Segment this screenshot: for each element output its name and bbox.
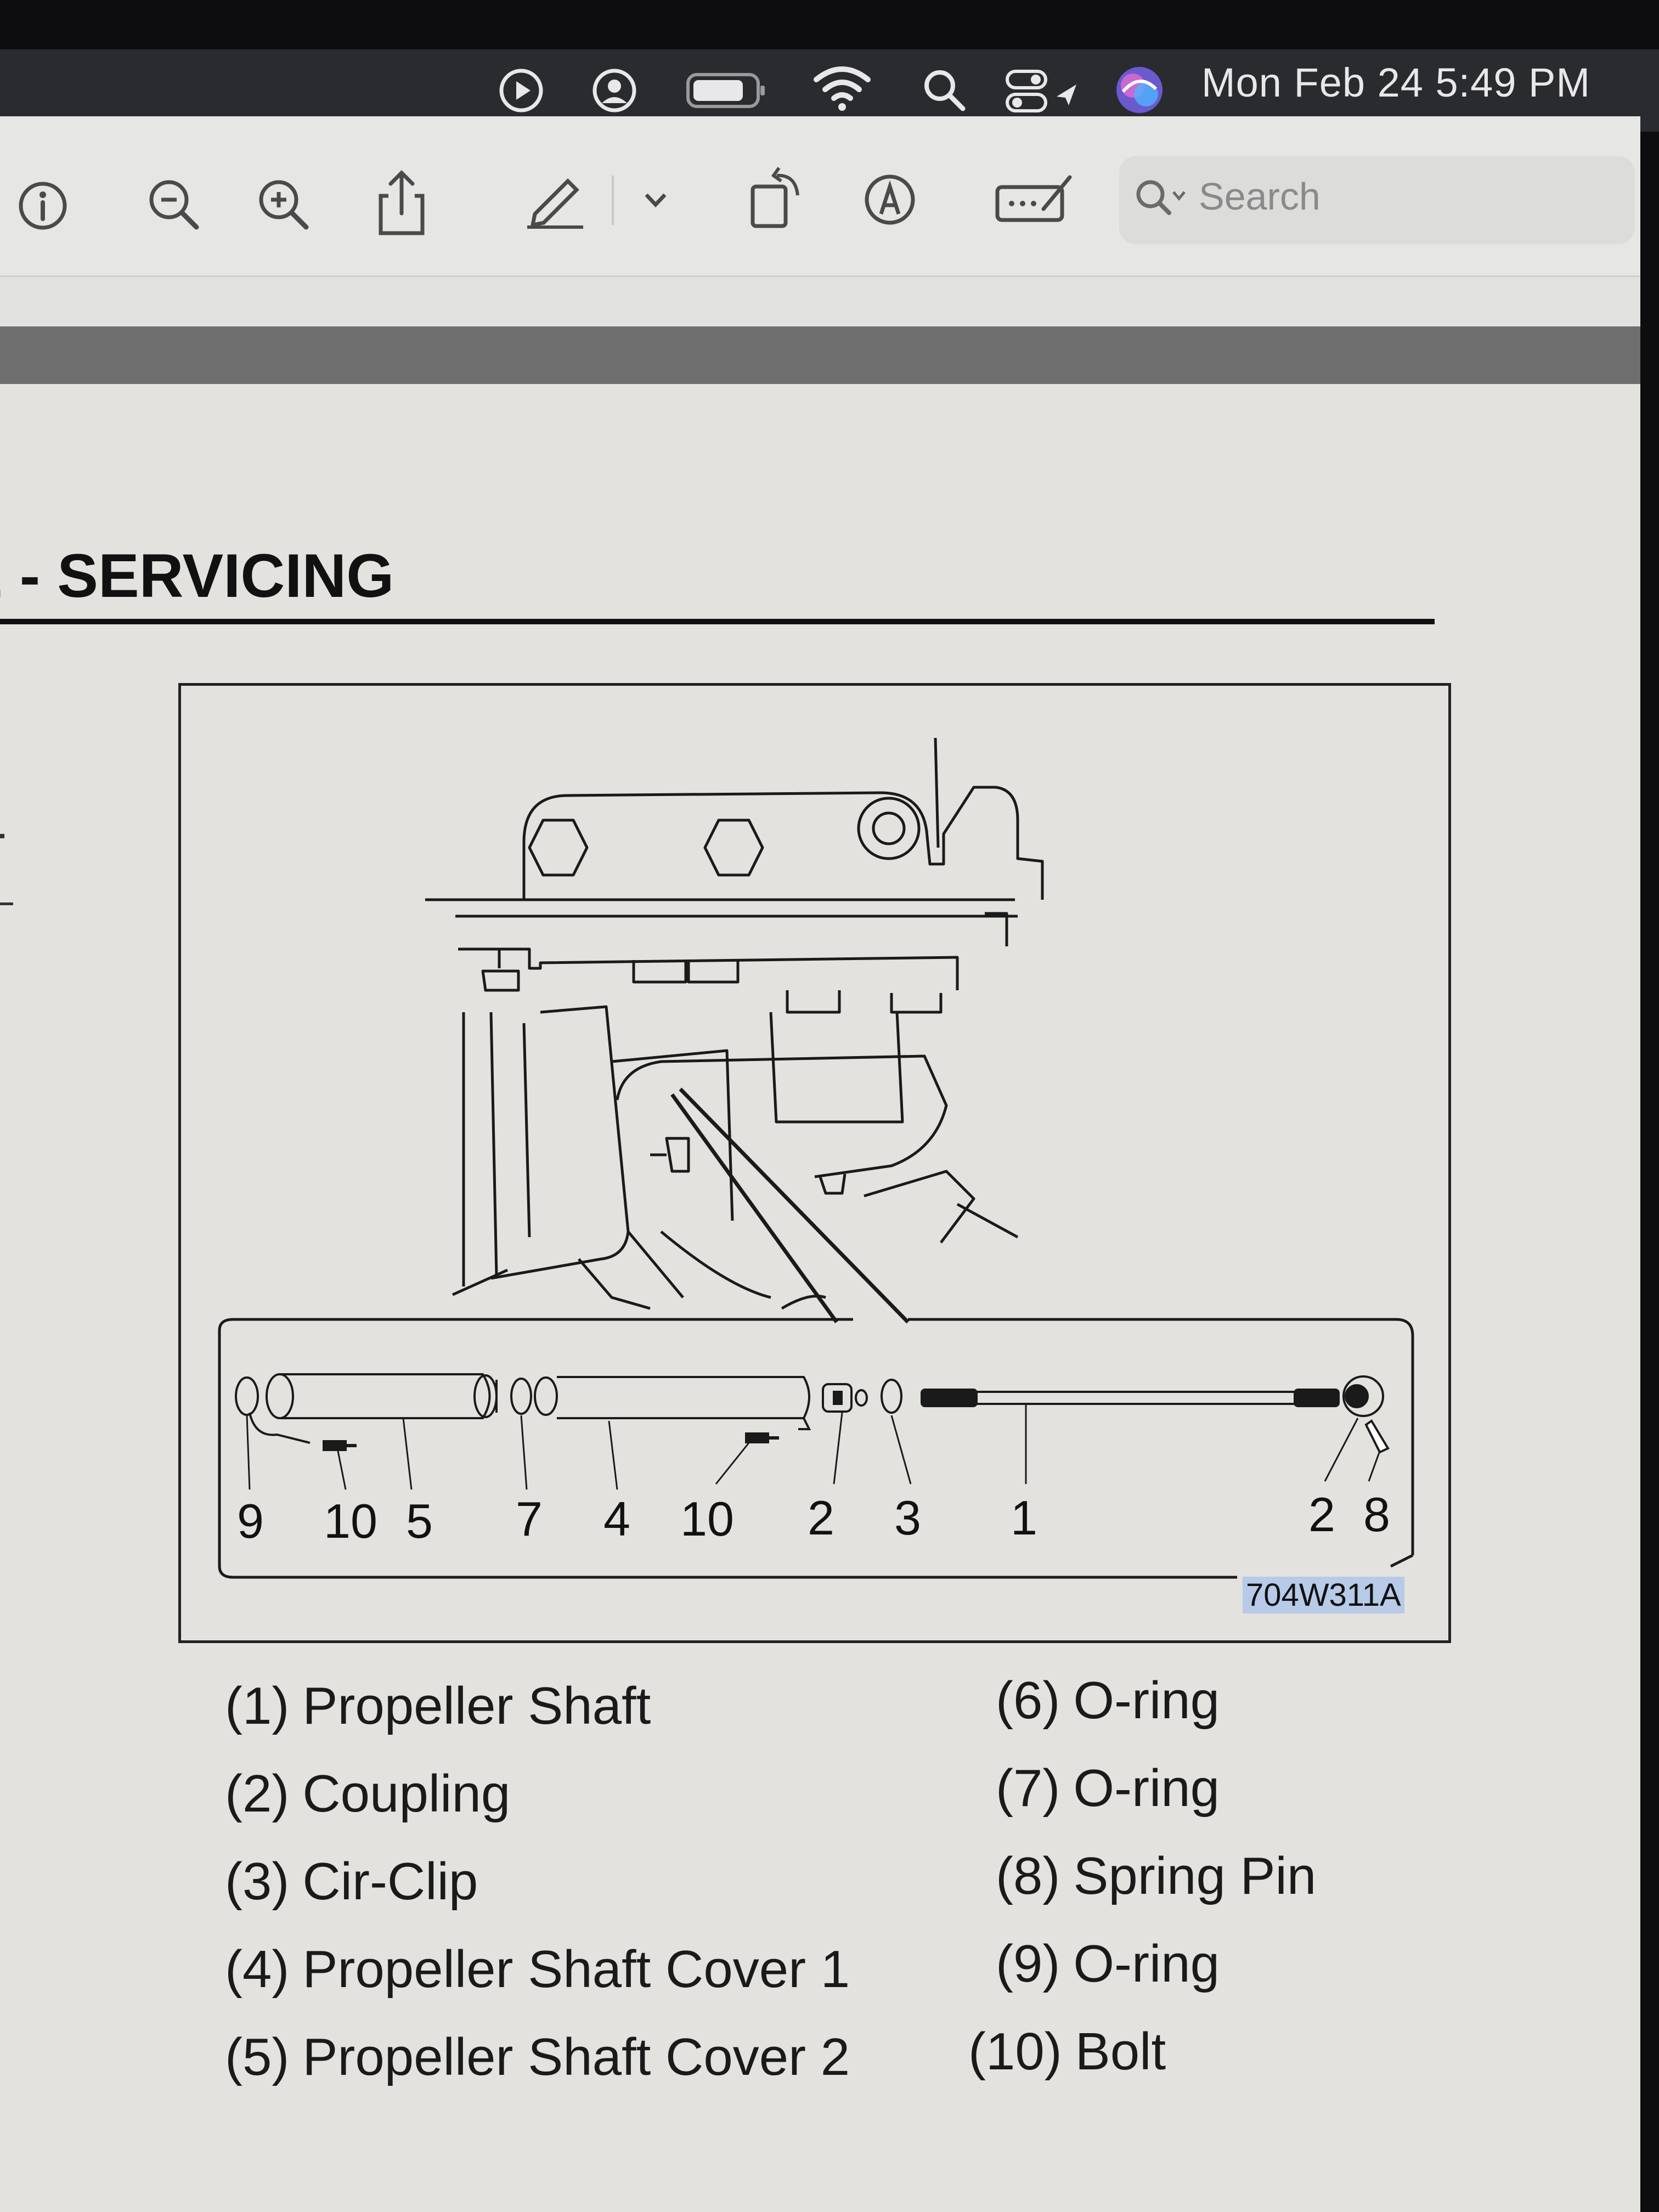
callout-10: 10 — [324, 1494, 377, 1548]
search-placeholder: Search — [1199, 175, 1321, 218]
part-label: O-ring — [1073, 1671, 1220, 1730]
callout-4: 4 — [603, 1492, 630, 1546]
figure-frame — [178, 683, 1451, 1643]
part-label: Bolt — [1075, 2022, 1166, 2081]
callout-7: 7 — [516, 1492, 543, 1546]
part-label: O-ring — [1073, 1934, 1220, 1993]
part-item: (7)O-ring — [996, 1758, 1220, 1819]
toolbar-divider — [612, 176, 614, 225]
part-number: (6) — [996, 1671, 1060, 1730]
part-item: (9)O-ring — [996, 1934, 1220, 1994]
part-number: (3) — [225, 1852, 290, 1911]
callout-2: 2 — [808, 1491, 834, 1545]
page-mark — [0, 902, 13, 905]
annotate-icon[interactable] — [861, 171, 919, 229]
callout-10b: 10 — [680, 1492, 734, 1546]
part-item: (2)Coupling — [225, 1764, 510, 1824]
rotate-icon[interactable] — [746, 165, 806, 230]
search-field-icon — [1136, 180, 1186, 215]
part-label: Cir-Clip — [302, 1852, 478, 1911]
callout-2b: 2 — [1308, 1487, 1335, 1542]
form-fill-icon[interactable] — [993, 167, 1075, 228]
part-number: (9) — [996, 1934, 1060, 1993]
callout-1: 1 — [1011, 1491, 1037, 1545]
share-icon[interactable] — [374, 167, 429, 239]
callout-3: 3 — [894, 1491, 921, 1545]
siri-icon[interactable] — [1111, 61, 1169, 119]
part-number: (4) — [225, 1940, 290, 1999]
part-number: (5) — [225, 2028, 290, 2086]
part-item: (1)Propeller Shaft — [225, 1676, 651, 1736]
toolbar-secondary-bar — [0, 277, 1640, 326]
zoom-in-icon[interactable] — [253, 174, 314, 235]
page-gap-strip — [0, 326, 1640, 384]
play-circle-icon[interactable] — [496, 66, 546, 115]
part-number: (8) — [996, 1847, 1060, 1905]
part-item: (6)O-ring — [996, 1671, 1220, 1731]
control-center-icon[interactable] — [1004, 66, 1081, 115]
zoom-out-icon[interactable] — [144, 174, 204, 235]
battery-icon[interactable] — [686, 70, 768, 111]
wifi-icon[interactable] — [812, 63, 872, 112]
propeller-shaft-diagram — [218, 737, 1414, 1579]
part-label: Spring Pin — [1073, 1847, 1317, 1905]
info-icon[interactable] — [15, 178, 70, 233]
part-number: (7) — [996, 1759, 1060, 1818]
part-label: Propeller Shaft Cover 1 — [302, 1940, 850, 1999]
part-label: Propeller Shaft Cover 2 — [302, 2028, 850, 2086]
section-title: E - SERVICING — [0, 541, 394, 610]
menu-bar-clock[interactable]: Mon Feb 24 5:49 PM — [1201, 59, 1591, 105]
figure-code: 704W311A — [1243, 1577, 1404, 1613]
callout-8: 8 — [1363, 1487, 1390, 1542]
part-number: (2) — [225, 1764, 290, 1823]
part-number: (10) — [968, 2022, 1062, 2081]
search-icon[interactable] — [919, 65, 968, 114]
part-label: Coupling — [302, 1764, 511, 1823]
markup-pencil-icon[interactable] — [524, 170, 587, 230]
part-item: (3)Cir-Clip — [225, 1852, 478, 1912]
part-label: Propeller Shaft — [302, 1677, 651, 1735]
page-mark — [0, 834, 4, 838]
callout-9: 9 — [237, 1494, 264, 1548]
part-item: (5)Propeller Shaft Cover 2 — [225, 2027, 850, 2087]
part-item: (10)Bolt — [968, 2022, 1166, 2082]
part-item: (4)Propeller Shaft Cover 1 — [225, 1939, 850, 2000]
user-circle-icon[interactable] — [590, 66, 639, 115]
search-field[interactable] — [1119, 156, 1635, 244]
part-label: O-ring — [1073, 1759, 1220, 1818]
callout-5: 5 — [406, 1494, 433, 1548]
title-rule — [0, 619, 1435, 624]
part-number: (1) — [225, 1677, 290, 1735]
part-item: (8)Spring Pin — [996, 1846, 1316, 1906]
chevron-down-icon[interactable] — [642, 189, 669, 211]
parts-list: (1)Propeller Shaft (2)Coupling (3)Cir-Cl… — [225, 1671, 1542, 2093]
